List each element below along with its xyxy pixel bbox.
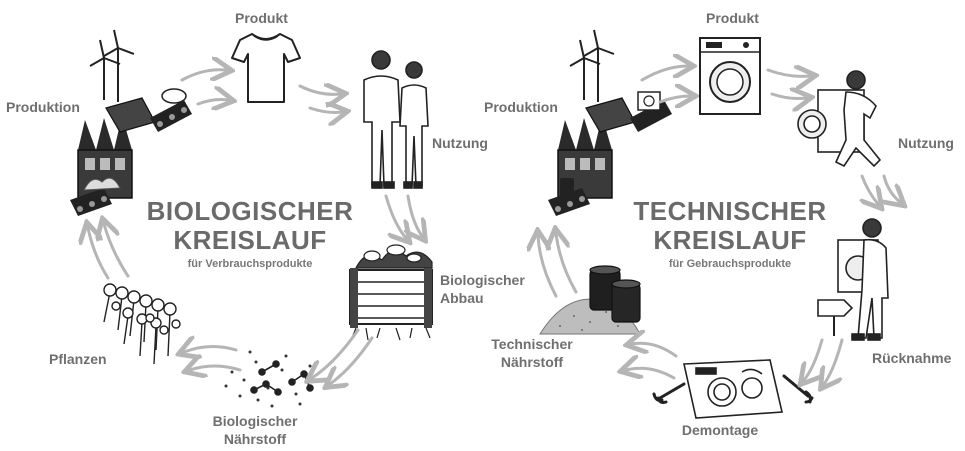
tech-arrows: [538, 66, 900, 384]
label-return: Rücknahme: [872, 350, 952, 366]
tech-cycle-title-line1: TECHNISCHER: [633, 196, 827, 226]
factory-icon: [548, 91, 672, 216]
label-bio-nutrient-line2: Nährstoff: [223, 431, 287, 447]
molecule-icon: [224, 350, 320, 408]
tech-cycle-subtitle: für Gebrauchsprodukte: [668, 258, 792, 270]
label-disassembly: Demontage: [681, 422, 759, 438]
disassembled-parts-icon: [683, 359, 783, 419]
washing-machine-icon: [699, 37, 761, 115]
label-degradation-line1: Biologischer: [440, 272, 525, 288]
signpost-icon: [817, 299, 854, 336]
man-returning-washer-icon: [837, 218, 889, 341]
label-tech-nutrient-line2: Nährstoff: [500, 354, 564, 370]
factory-icon: [70, 88, 192, 216]
wind-turbine-icon: [89, 29, 135, 102]
label-production-tech: Produktion: [484, 99, 558, 115]
man-using-washer-icon: [797, 70, 882, 168]
label-plants: Pflanzen: [49, 351, 107, 367]
compost-box-icon: [349, 244, 433, 341]
bio-cycle-subtitle: für Verbrauchsprodukte: [187, 258, 313, 270]
bio-arrows: [88, 70, 422, 384]
wind-turbine-icon: [569, 29, 615, 102]
label-bio-nutrient-line1: Biologischer: [212, 413, 298, 429]
tech-cycle-title-line2: KREISLAUF: [653, 225, 807, 255]
bio-cycle-title-line2: KREISLAUF: [173, 225, 327, 255]
label-product-bio: Produkt: [235, 10, 288, 26]
label-product-tech: Produkt: [706, 10, 759, 26]
label-tech-nutrient-line1: Technischer: [491, 336, 573, 352]
bio-cycle-title-line1: BIOLOGISCHER: [146, 196, 354, 226]
label-use-bio: Nutzung: [432, 135, 488, 151]
wrench-icon: [652, 374, 814, 404]
label-degradation-line2: Abbau: [440, 290, 484, 306]
people-icon: [363, 50, 429, 189]
barrels-icon: [589, 265, 641, 323]
plants-icon: [103, 283, 181, 365]
t-shirt-icon: [231, 33, 301, 103]
label-use-tech: Nutzung: [898, 135, 954, 151]
label-production-bio: Produktion: [6, 99, 80, 115]
